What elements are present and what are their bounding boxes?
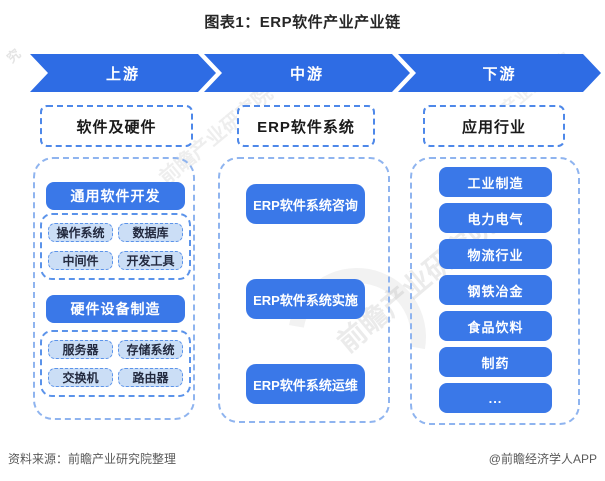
stage-label-downstream: 下游 bbox=[482, 65, 517, 83]
watermark-corner: 究 bbox=[3, 45, 24, 66]
downstream-item-food: 食品饮料 bbox=[439, 311, 552, 341]
brand-credit: @前瞻经济学人APP bbox=[488, 452, 597, 466]
chip-database: 数据库 bbox=[118, 223, 183, 242]
midstream-item-consulting: ERP软件系统咨询 bbox=[246, 184, 365, 224]
downstream-container: 工业制造 电力电气 物流行业 钢铁冶金 食品饮料 制药 ... bbox=[410, 157, 580, 425]
midstream-container: ERP软件系统咨询 ERP软件系统实施 ERP软件系统运维 bbox=[218, 157, 390, 423]
midstream-item-maintenance: ERP软件系统运维 bbox=[246, 364, 365, 404]
chip-middleware: 中间件 bbox=[48, 251, 113, 270]
software-items-group: 操作系统 数据库 中间件 开发工具 bbox=[40, 213, 191, 280]
chip-dev-tools: 开发工具 bbox=[118, 251, 183, 270]
chip-router: 路由器 bbox=[118, 368, 183, 387]
column-header-upstream: 软件及硬件 bbox=[40, 105, 193, 147]
chip-switch: 交换机 bbox=[48, 368, 113, 387]
column-header-midstream: ERP软件系统 bbox=[237, 105, 375, 147]
hardware-items-group: 服务器 存储系统 交换机 路由器 bbox=[40, 330, 191, 397]
column-header-downstream: 应用行业 bbox=[423, 105, 565, 147]
group-title-software-dev: 通用软件开发 bbox=[46, 182, 185, 210]
chip-storage: 存储系统 bbox=[118, 340, 183, 359]
downstream-item-pharma: 制药 bbox=[439, 347, 552, 377]
stage-arrow-downstream: 下游 bbox=[398, 54, 601, 92]
group-title-hardware-mfg: 硬件设备制造 bbox=[46, 295, 185, 323]
stage-arrow-midstream: 中游 bbox=[204, 54, 410, 92]
chip-os: 操作系统 bbox=[48, 223, 113, 242]
stage-label-upstream: 上游 bbox=[105, 65, 140, 83]
downstream-item-more: ... bbox=[439, 383, 552, 413]
chart-title: 图表1：ERP软件产业产业链 bbox=[204, 14, 401, 31]
downstream-item-steel: 钢铁冶金 bbox=[439, 275, 552, 305]
midstream-item-implementation: ERP软件系统实施 bbox=[246, 279, 365, 319]
stage-arrow-upstream: 上游 bbox=[30, 54, 216, 92]
stage-label-midstream: 中游 bbox=[289, 65, 324, 83]
upstream-container: 通用软件开发 操作系统 数据库 中间件 开发工具 硬件设备制造 服务器 存储系统… bbox=[33, 157, 195, 420]
downstream-item-logistics: 物流行业 bbox=[439, 239, 552, 269]
chip-server: 服务器 bbox=[48, 340, 113, 359]
downstream-item-electric: 电力电气 bbox=[439, 203, 552, 233]
data-source-note: 资料来源：前瞻产业研究院整理 bbox=[8, 452, 177, 466]
downstream-item-industrial: 工业制造 bbox=[439, 167, 552, 197]
